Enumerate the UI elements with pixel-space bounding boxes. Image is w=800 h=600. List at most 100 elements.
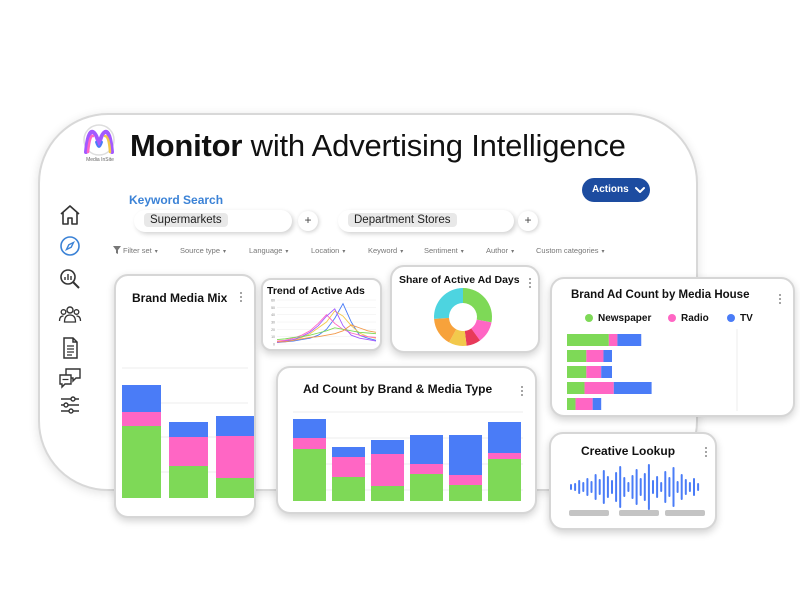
page-title: Monitor with Advertising Intelligence	[130, 128, 626, 164]
bar-segment-radio	[293, 438, 326, 449]
filter-label: Author	[486, 246, 509, 255]
bar-segment-radio	[586, 366, 602, 378]
legend-label: TV	[740, 313, 753, 324]
placeholder-bar	[619, 510, 659, 516]
bar-segment-newspaper	[410, 474, 443, 501]
more-options-icon[interactable]	[520, 386, 524, 396]
bar-segment-tv	[449, 435, 482, 475]
bar-segment-radio	[488, 453, 521, 459]
card-title: Share of Active Ad Days	[399, 274, 520, 286]
add-keyword-button[interactable]: +	[518, 211, 538, 231]
filter-custom-categories-dropdown[interactable]: Custom categories▾	[536, 246, 605, 255]
logo-text: Media InSite	[86, 157, 114, 163]
series-line	[277, 324, 377, 343]
filter-sentiment-dropdown[interactable]: Sentiment▾	[424, 246, 464, 255]
filter-label: Filter set	[123, 246, 152, 255]
filter-label: Source type	[180, 246, 221, 255]
keyword-pill-label: Department Stores	[348, 213, 457, 227]
creative-lookup-card[interactable]: Creative Lookup	[549, 432, 717, 530]
chat-icon[interactable]	[58, 366, 82, 390]
pie-slice	[471, 319, 492, 341]
bar-segment-newspaper	[293, 449, 326, 501]
bar-segment-newspaper	[449, 485, 482, 501]
placeholder-bar	[569, 510, 609, 516]
brand-ad-count-chart	[567, 329, 738, 411]
add-keyword-button[interactable]: +	[298, 211, 318, 231]
pie-slice	[463, 288, 492, 323]
card-title: Ad Count by Brand & Media Type	[303, 382, 493, 396]
bar-segment-radio	[122, 412, 161, 426]
funnel-icon	[113, 246, 121, 254]
more-options-icon[interactable]	[239, 292, 243, 302]
page-title-strong: Monitor	[130, 128, 243, 163]
bar-segment-newspaper	[371, 486, 404, 501]
brand-ad-count-card[interactable]: Brand Ad Count by Media House Newspaper …	[550, 277, 795, 417]
bar-segment-tv	[371, 440, 404, 454]
keyword-pill-label: Supermarkets	[144, 213, 228, 227]
home-icon[interactable]	[58, 203, 82, 227]
users-icon[interactable]	[58, 302, 82, 326]
card-title: Creative Lookup	[581, 444, 676, 458]
bar-segment-tv	[293, 419, 326, 438]
bar-segment-radio	[586, 350, 604, 362]
media-insite-logo	[83, 124, 115, 156]
bar-segment-radio	[332, 457, 365, 477]
search-chart-icon[interactable]	[58, 267, 82, 291]
bar-segment-newspaper	[169, 466, 208, 498]
tick-label: 20	[271, 328, 275, 332]
legend-label: Radio	[681, 313, 709, 324]
filter-label: Location	[311, 246, 340, 255]
filter-author-dropdown[interactable]: Author▾	[486, 246, 515, 255]
keyword-search-title: Keyword Search	[129, 193, 224, 207]
legend-swatch	[668, 314, 676, 322]
bar-segment-newspaper	[567, 334, 609, 346]
tick-label: 30	[271, 321, 275, 325]
more-options-icon[interactable]	[704, 447, 708, 457]
legend-tv: TV	[727, 313, 753, 324]
filter-keyword-dropdown[interactable]: Keyword▾	[368, 246, 404, 255]
filter-language-dropdown[interactable]: Language▾	[249, 246, 289, 255]
sliders-icon[interactable]	[58, 393, 82, 417]
bar-segment-tv	[613, 382, 652, 394]
filter-label: Custom categories	[536, 246, 599, 255]
card-title: Trend of Active Ads	[267, 285, 365, 297]
legend-swatch	[727, 314, 735, 322]
bar-segment-tv	[122, 385, 161, 412]
bar-segment-tv	[332, 447, 365, 457]
pie-slice	[449, 329, 467, 346]
filter-label: Keyword	[368, 246, 398, 255]
pie-slice	[434, 317, 457, 343]
bar-segment-newspaper	[567, 398, 576, 410]
series-line	[276, 308, 377, 343]
filter-location-dropdown[interactable]: Location▾	[311, 246, 346, 255]
bar-segment-radio	[449, 475, 482, 485]
more-options-icon[interactable]	[778, 294, 782, 304]
bar-segment-radio	[608, 334, 618, 346]
bar-segment-newspaper	[122, 426, 161, 498]
filter-set-dropdown[interactable]: Filter set▾	[113, 246, 158, 255]
bar-segment-tv	[603, 350, 612, 362]
bar-segment-tv	[601, 366, 612, 378]
more-options-icon[interactable]	[528, 278, 532, 288]
bar-segment-tv	[592, 398, 602, 410]
audio-waveform-icon[interactable]	[551, 434, 715, 528]
document-icon[interactable]	[58, 336, 82, 360]
bar-segment-tv	[617, 334, 642, 346]
ad-count-card[interactable]: Ad Count by Brand & Media Type	[276, 366, 537, 514]
bar-segment-newspaper	[567, 350, 587, 362]
brand-media-mix-card[interactable]: Brand Media Mix	[114, 274, 256, 518]
compass-icon[interactable]	[58, 234, 82, 258]
legend-radio: Radio	[668, 313, 709, 324]
page-title-rest: with Advertising Intelligence	[242, 128, 626, 163]
actions-button[interactable]: Actions	[582, 178, 650, 202]
card-title: Brand Media Mix	[132, 291, 228, 305]
legend-label: Newspaper	[598, 313, 652, 324]
actions-label: Actions	[592, 184, 629, 195]
tick-label: 60	[271, 299, 275, 303]
keyword-pill-supermarkets[interactable]: Supermarkets	[134, 210, 292, 232]
share-card[interactable]: Share of Active Ad Days	[390, 265, 540, 353]
keyword-pill-department-stores[interactable]: Department Stores	[338, 210, 514, 232]
filter-source-type-dropdown[interactable]: Source type▾	[180, 246, 227, 255]
tick-label: 0	[273, 343, 275, 347]
